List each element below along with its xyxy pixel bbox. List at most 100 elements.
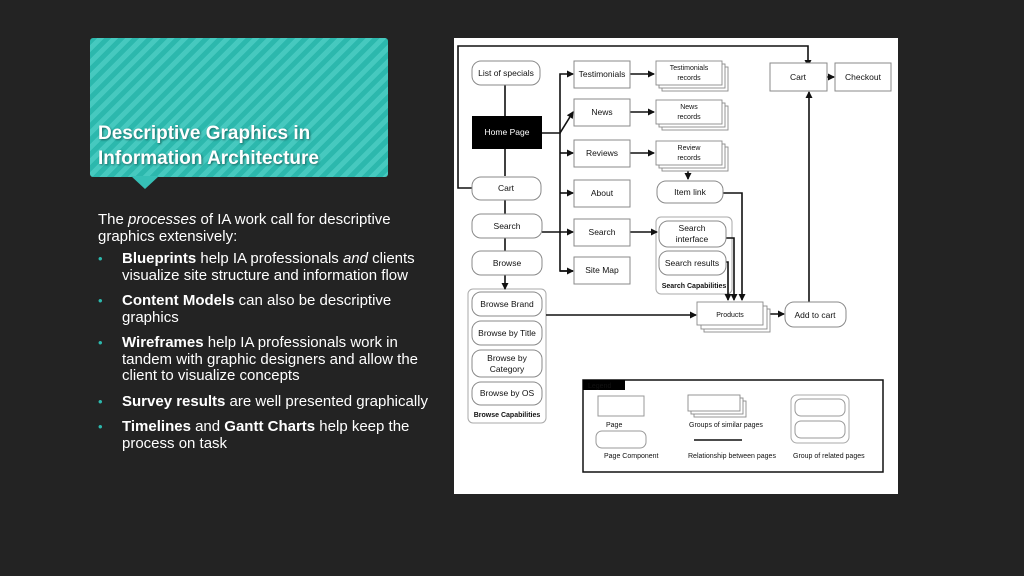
svg-text:Testimonials: Testimonials: [670, 65, 709, 72]
node-search-left: Search: [471, 213, 543, 239]
site-blueprint-diagram: List of specials Home Page Cart Search B…: [454, 38, 898, 494]
legend-page-swatch: [597, 395, 645, 417]
node-browse-title: Browse by Title: [471, 320, 543, 346]
intro-emphasis: processes: [128, 211, 197, 228]
svg-text:Site Map: Site Map: [585, 265, 619, 275]
edge-loop-to-cart: [457, 45, 812, 189]
svg-text:Cart: Cart: [498, 183, 515, 193]
bullet-blueprints: Blueprints help IA professionals and cli…: [98, 250, 438, 284]
svg-text:Search results: Search results: [665, 258, 719, 268]
node-products: Products: [696, 301, 771, 333]
svg-text:records: records: [677, 75, 701, 82]
bullet-content-models: Content Models can also be descriptive g…: [98, 292, 438, 326]
intro-text-end: of IA work call for descriptive graphics…: [98, 211, 391, 245]
legend-related-label: Group of related pages: [793, 453, 865, 460]
svg-text:Browse by Title: Browse by Title: [478, 328, 536, 338]
bullet-term: Wireframes: [122, 334, 204, 351]
svg-text:Products: Products: [716, 312, 744, 319]
bullet-emphasis: and: [342, 250, 368, 267]
node-site-map: Site Map: [573, 256, 631, 285]
svg-text:Browse Brand: Browse Brand: [480, 299, 534, 309]
bullet-conjunction: and: [190, 418, 225, 435]
svg-text:records: records: [677, 114, 701, 121]
bullet-list: Blueprints help IA professionals and cli…: [98, 250, 438, 452]
legend-component-label: Page Component: [604, 453, 659, 460]
node-cart-right: Cart: [769, 62, 828, 92]
edge-home-testimonials: [542, 70, 574, 134]
slide-title: Descriptive Graphics in Information Arch…: [98, 121, 319, 171]
node-testimonials: Testimonials: [573, 60, 631, 89]
svg-text:About: About: [591, 188, 614, 198]
node-search-results: Search results: [658, 250, 727, 276]
bullet-timelines: Timelines and Gantt Charts help keep the…: [98, 418, 438, 452]
node-browse-category: Browse by Category: [471, 349, 543, 378]
node-testimonials-records: Testimonials records: [655, 60, 729, 92]
node-browse-os: Browse by OS: [471, 381, 543, 406]
node-search-interface: Search interface: [658, 220, 727, 248]
title-banner: [90, 38, 388, 177]
node-list-of-specials: List of specials: [471, 60, 541, 86]
node-add-to-cart: Add to cart: [784, 301, 847, 328]
bullet-text-end: clients visualize site structure and inf…: [122, 250, 415, 284]
node-item-link: Item link: [656, 180, 724, 204]
legend-component-swatch: [595, 430, 647, 449]
svg-text:Review: Review: [678, 145, 702, 152]
legend: Legend Page Groups of similar pages Grou…: [582, 379, 884, 473]
blueprint-edges: [457, 45, 835, 319]
legend-relationship-label: Relationship between pages: [688, 453, 776, 460]
svg-text:Search: Search: [679, 223, 706, 233]
svg-text:List of specials: List of specials: [478, 68, 534, 78]
svg-text:News: News: [591, 107, 612, 117]
svg-text:News: News: [680, 104, 698, 111]
svg-text:Browse by: Browse by: [487, 353, 527, 363]
svg-text:Testimonials: Testimonials: [579, 69, 626, 79]
bullet-wireframes: Wireframes help IA professionals work in…: [98, 334, 438, 385]
node-browse: Browse: [471, 250, 543, 276]
edge-home-news: [559, 111, 574, 134]
edge-results-products: [724, 261, 732, 301]
bullet-survey-results: Survey results are well presented graphi…: [98, 392, 438, 411]
legend-groups-swatch: [687, 394, 747, 418]
svg-text:Cart: Cart: [790, 72, 807, 82]
bullet-term: Blueprints: [122, 250, 197, 267]
svg-text:records: records: [677, 155, 701, 162]
bullet-term: Survey results: [122, 392, 226, 410]
bullet-text: can also be descriptive graphics: [122, 292, 392, 326]
bullet-text: help keep the process on task: [122, 418, 410, 452]
node-review-records: Review records: [655, 140, 729, 172]
svg-text:Browse: Browse: [493, 258, 522, 268]
bullet-term-2: Gantt Charts: [224, 418, 316, 435]
legend-page-label: Page: [606, 422, 622, 429]
bullet-text: are well presented graphically: [225, 392, 429, 410]
slide-title-line-1: Descriptive Graphics in: [98, 123, 311, 144]
slide-body: The processes of IA work call for descri…: [98, 211, 438, 461]
intro-text: The: [98, 211, 129, 228]
blueprint-svg: List of specials Home Page Cart Search B…: [457, 45, 892, 473]
node-news-records: News records: [655, 99, 729, 131]
intro-paragraph: The processes of IA work call for descri…: [98, 211, 438, 245]
svg-text:Checkout: Checkout: [845, 72, 882, 82]
legend-related-item-2: [794, 420, 846, 439]
search-capabilities-label: Search Capabilities: [662, 283, 727, 290]
legend-related-item-1: [794, 398, 846, 417]
node-about: About: [573, 179, 631, 208]
svg-text:Search: Search: [494, 221, 521, 231]
node-search-mid: Search: [573, 218, 631, 247]
bullet-text: help IA professionals: [196, 250, 343, 267]
bullet-text: help IA professionals work in tandem wit…: [122, 334, 419, 384]
bullet-term: Timelines: [122, 418, 191, 435]
legend-title: Legend: [588, 383, 611, 390]
node-reviews: Reviews: [573, 139, 631, 168]
legend-title-bg: [583, 380, 625, 390]
svg-text:interface: interface: [676, 234, 709, 244]
svg-text:Search: Search: [589, 227, 616, 237]
browse-capabilities-label: Browse Capabilities: [474, 412, 541, 419]
legend-groups-label: Groups of similar pages: [689, 422, 763, 429]
title-banner-pointer: [131, 176, 159, 189]
svg-text:Browse by OS: Browse by OS: [480, 388, 535, 398]
svg-text:Add to cart: Add to cart: [794, 310, 836, 320]
slide-title-line-2: Information Architecture: [98, 148, 319, 169]
bullet-term: Content Models: [122, 292, 235, 309]
node-cart-left: Cart: [471, 176, 542, 201]
svg-text:Category: Category: [490, 364, 525, 374]
